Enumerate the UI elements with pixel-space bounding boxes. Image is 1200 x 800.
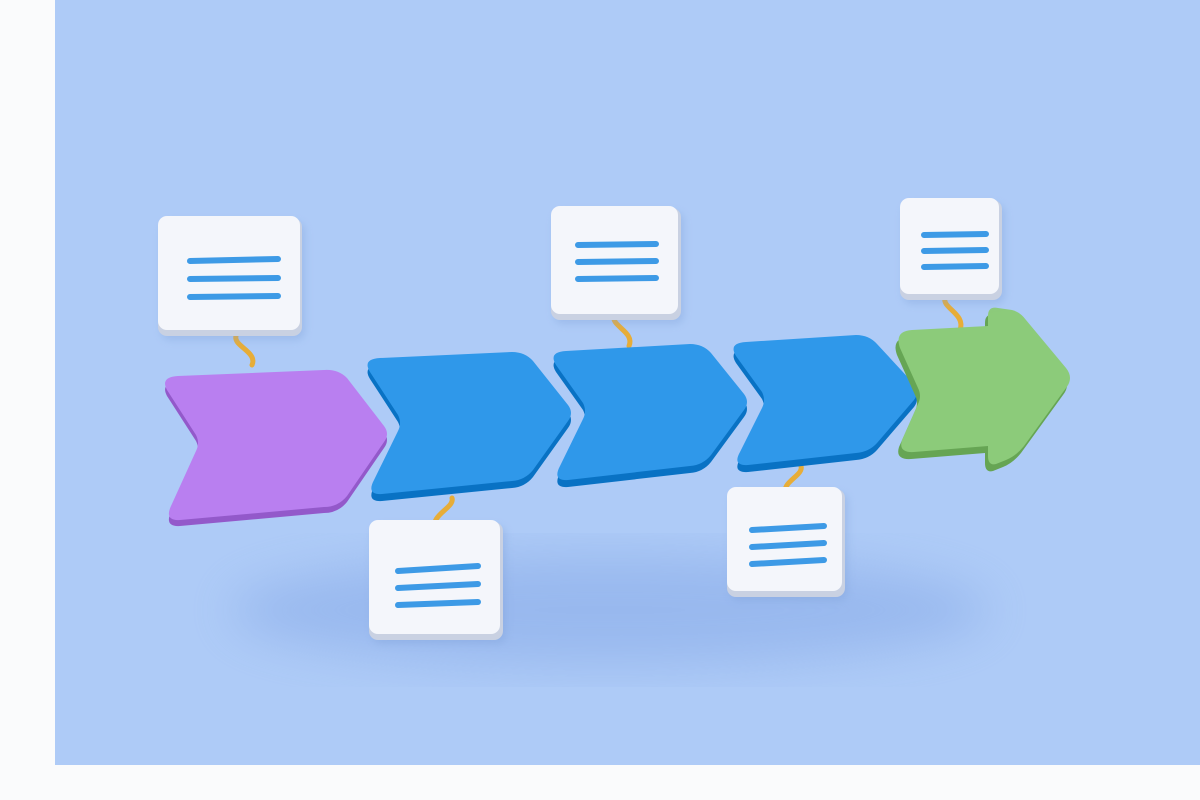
text-lines-icon (187, 256, 281, 300)
step-1-face (165, 369, 387, 521)
step-3-chevron (553, 344, 747, 488)
step-1-chevron (165, 369, 387, 527)
note-card-5 (900, 198, 1005, 304)
note-card-2 (369, 520, 506, 644)
note-card-1 (158, 216, 305, 340)
step-5-arrow (895, 307, 1070, 472)
step-5-face (898, 307, 1070, 465)
note-card-3 (551, 206, 684, 324)
step-4-face (733, 335, 917, 466)
step-3-face (553, 344, 747, 481)
text-lines-icon (395, 563, 481, 608)
drop-shadow (230, 555, 990, 665)
step-4-chevron (733, 335, 917, 473)
step-2-face (367, 352, 571, 495)
note-card-4 (727, 487, 848, 601)
step-2-chevron (367, 352, 571, 502)
text-lines-icon (921, 231, 989, 270)
text-lines-icon (749, 523, 827, 567)
text-lines-icon (575, 241, 659, 282)
